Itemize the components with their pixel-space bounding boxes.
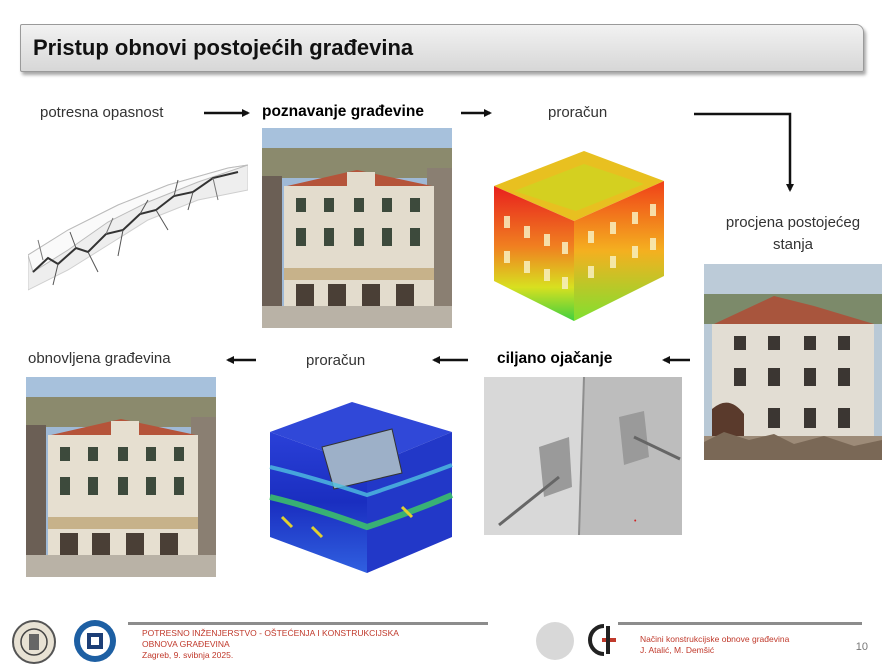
targeted-strengthening-photo: •	[484, 377, 682, 535]
building-photo-original	[262, 128, 452, 328]
footer-divider-left	[128, 622, 488, 625]
footer-divider-right	[618, 622, 862, 625]
fem-model-stress-image	[484, 136, 684, 328]
university-logo	[74, 620, 116, 662]
label-knowledge: poznavanje građevine	[262, 103, 424, 120]
damaged-building-photo	[704, 264, 882, 460]
arrow-down-icon	[694, 112, 794, 192]
label-assessment-1: procjena postojećeg	[725, 214, 861, 231]
footer-date: Zagreb, 9. svibnja 2025.	[142, 650, 234, 660]
footer-authors: J. Atalić, M. Demšić	[640, 645, 715, 655]
fem-model-retrofit-image	[262, 377, 462, 577]
label-assessment-2: stanja	[772, 236, 814, 253]
title-bar: Pristup obnovi postojećih građevina	[20, 24, 864, 72]
footer-topic: Načini konstrukcijske obnove građevina	[640, 634, 790, 644]
label-calc-1: proračun	[548, 104, 608, 121]
faculty-seal-logo	[12, 620, 56, 664]
institution-seal-logo	[536, 622, 574, 660]
footer-course-line1: POTRESNO INŽENJERSTVO - OŠTEĆENJA I KONS…	[142, 628, 399, 638]
label-calc-2: proračun	[306, 352, 366, 369]
svg-text:•: •	[634, 518, 637, 525]
label-strengthening: ciljano ojačanje	[497, 350, 613, 367]
renovated-building-photo	[26, 377, 216, 577]
footer-course-line2: OBNOVA GRAĐEVINA	[142, 639, 230, 649]
page-number: 10	[855, 641, 868, 653]
department-logo	[586, 624, 616, 656]
ground-crack-image	[28, 160, 248, 300]
label-renovated: obnovljena građevina	[28, 350, 171, 367]
slide-title: Pristup obnovi postojećih građevina	[33, 35, 414, 60]
label-hazard: potresna opasnost	[40, 104, 164, 121]
